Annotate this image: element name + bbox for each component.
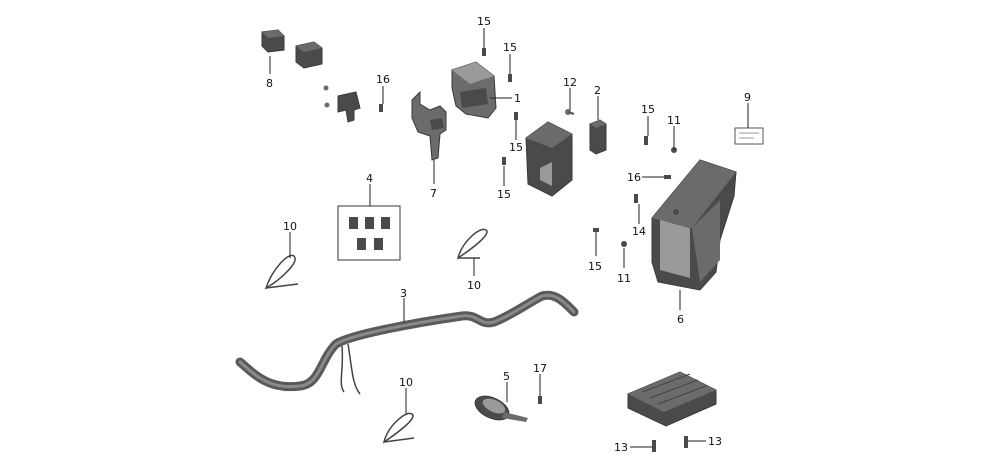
battery-box-part-6: [651, 159, 737, 291]
callout-16-left: 16: [376, 73, 390, 86]
callout-8: 8: [266, 77, 273, 90]
relay-part-8: [261, 29, 323, 69]
callout-labels: 1 2 3 4 5 6 7 8 9 10 10 10 11 11 12 13 1…: [266, 15, 751, 454]
callout-2: 2: [594, 84, 601, 97]
callout-15-b: 15: [503, 41, 517, 54]
sensor-part-2: [589, 119, 607, 155]
wiring-harness-part-3: [235, 290, 579, 395]
callout-15-a: 15: [477, 15, 491, 28]
callout-15-c: 15: [509, 141, 523, 154]
callout-4: 4: [366, 172, 373, 185]
cable-tie-part-10-middle: [456, 228, 488, 260]
callout-6: 6: [677, 313, 684, 326]
callout-15-f: 15: [641, 103, 655, 116]
callout-13-left: 13: [614, 441, 628, 454]
fuse-set-part-4: [337, 205, 401, 261]
callout-11-lower: 11: [617, 272, 631, 285]
callout-17: 17: [533, 362, 547, 375]
control-module-part-1: [451, 61, 497, 119]
callout-10-left: 10: [283, 220, 297, 233]
label-sticker-part-9: [734, 127, 764, 145]
leader-lines: [269, 28, 749, 448]
mounting-bracket-part-7: [411, 90, 447, 161]
relay-bracket: [323, 85, 361, 123]
callout-15-d: 15: [497, 188, 511, 201]
callout-5: 5: [503, 370, 510, 383]
callout-11-upper: 11: [667, 114, 681, 127]
voltage-regulator: [627, 371, 717, 427]
screw-part-12: [565, 109, 575, 115]
callout-16-right: 16: [627, 171, 641, 184]
callout-10-bottom: 10: [399, 376, 413, 389]
callout-15-e: 15: [588, 260, 602, 273]
callout-12: 12: [563, 76, 577, 89]
fastener-screws: [379, 48, 688, 452]
cable-tie-part-10-bottom: [382, 412, 415, 444]
callout-7: 7: [430, 187, 437, 200]
cable-tie-part-10-left: [264, 254, 299, 290]
callout-9: 9: [744, 91, 751, 104]
callout-13-right: 13: [708, 435, 722, 448]
callout-10-middle: 10: [467, 279, 481, 292]
callout-1: 1: [514, 92, 521, 105]
grommet-part-5: [474, 395, 528, 422]
fuse-box-housing: [525, 121, 573, 197]
callout-14: 14: [632, 225, 646, 238]
callout-3: 3: [400, 287, 407, 300]
